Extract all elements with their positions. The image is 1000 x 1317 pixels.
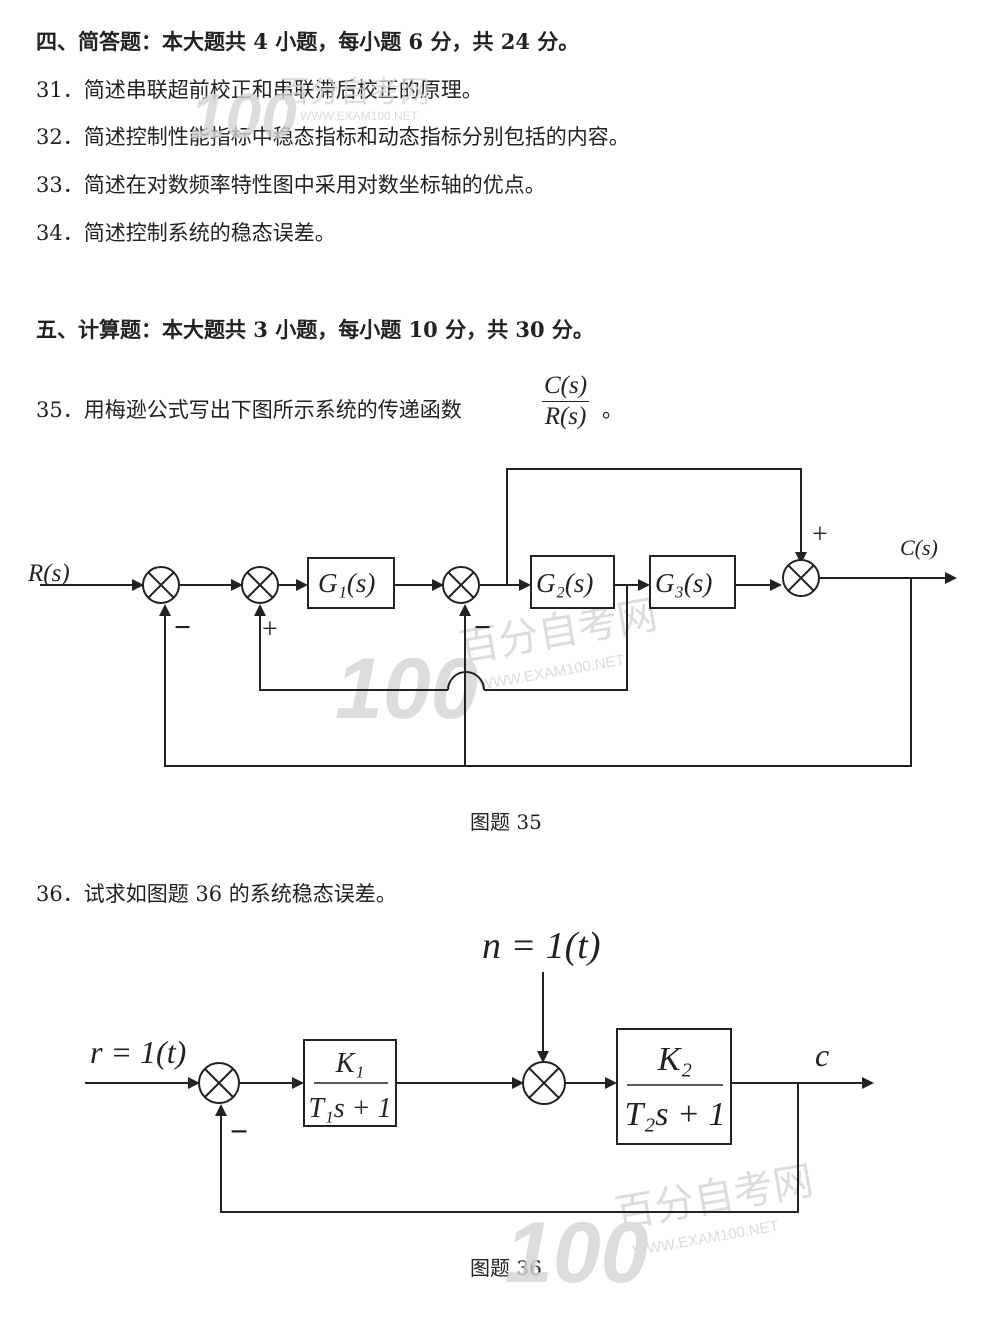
- fig36-block-2-num: K₂: [657, 1041, 693, 1078]
- watermark-logo-3: 100: [505, 1205, 649, 1301]
- watermark-cn-3: 百分自考网: [612, 1159, 817, 1237]
- fig35-block-g2: [530, 555, 615, 609]
- fig36-disturbance-label: n = 1(t): [482, 925, 601, 967]
- question-36: 36．试求如图题 36 的系统稳态误差。: [36, 882, 397, 906]
- fig35-g1-label: G₁(s): [318, 568, 375, 598]
- q35-period: 。: [602, 398, 623, 422]
- fig36-caption: 图题 36: [470, 1256, 542, 1280]
- question-34: 34．简述控制系统的稳态误差。: [36, 221, 336, 245]
- fig35-g3-label: G₃(s): [655, 568, 712, 598]
- fig35-sign-3: −: [474, 611, 491, 644]
- fig35-sum-junction-3: [442, 566, 480, 604]
- fig35-block-diagram: [40, 468, 957, 767]
- fig35-g2-label: G₂(s): [536, 568, 593, 598]
- watermark-cn: 百分自考网: [280, 76, 430, 109]
- fig36-sum-junction-2: [522, 1061, 566, 1105]
- q35-transfer-fraction: C(s) R(s): [542, 372, 590, 431]
- fig36-sign: −: [230, 1113, 248, 1149]
- fig35-sum-junction-4: [782, 559, 820, 597]
- fig36-block-1-num: K₁: [335, 1048, 364, 1079]
- fraction-numerator: C(s): [544, 372, 588, 399]
- fig35-sign-4: +: [812, 519, 828, 550]
- fig35-input-label: R(s): [27, 560, 70, 587]
- section4-heading: 四、简答题：本大题共 4 小题，每小题 6 分，共 24 分。: [36, 29, 580, 54]
- fig35-sign-2: +: [262, 614, 278, 645]
- fig35-sign-1: −: [174, 611, 191, 644]
- fig36-block-diagram: [85, 972, 874, 1213]
- fig35-sum-junction-1: [142, 566, 180, 604]
- watermark-url: WWW.EXAM100.NET: [300, 109, 419, 123]
- fig35-caption: 图题 35: [470, 810, 542, 834]
- fraction-bar: [542, 401, 590, 402]
- section5-heading: 五、计算题：本大题共 3 小题，每小题 10 分，共 30 分。: [36, 317, 594, 342]
- question-31: 31．简述串联超前校正和串联滞后校正的原理。: [36, 78, 483, 102]
- fig36-block-2: [616, 1028, 732, 1145]
- fig36-block-2-den: T₂s + 1: [625, 1096, 726, 1133]
- fig35-block-g3: [649, 555, 736, 609]
- question-32: 32．简述控制性能指标中稳态指标和动态指标分别包括的内容。: [36, 125, 630, 149]
- question-35: 35．用梅逊公式写出下图所示系统的传递函数: [36, 398, 462, 422]
- fig36-block-1-den: T₁s + 1: [308, 1093, 391, 1124]
- watermark-logo: 100: [190, 80, 297, 152]
- fig36-sum-junction-1: [198, 1062, 240, 1104]
- fig36-output-label: c: [815, 1037, 829, 1073]
- fig35-block-g1: [307, 557, 395, 609]
- fraction-denominator: R(s): [544, 403, 587, 430]
- fig36-input-label: r = 1(t): [90, 1034, 186, 1070]
- question-33: 33．简述在对数频率特性图中采用对数坐标轴的优点。: [36, 173, 546, 197]
- fig35-sum-junction-2: [241, 566, 279, 604]
- fig35-output-label: C(s): [900, 535, 938, 560]
